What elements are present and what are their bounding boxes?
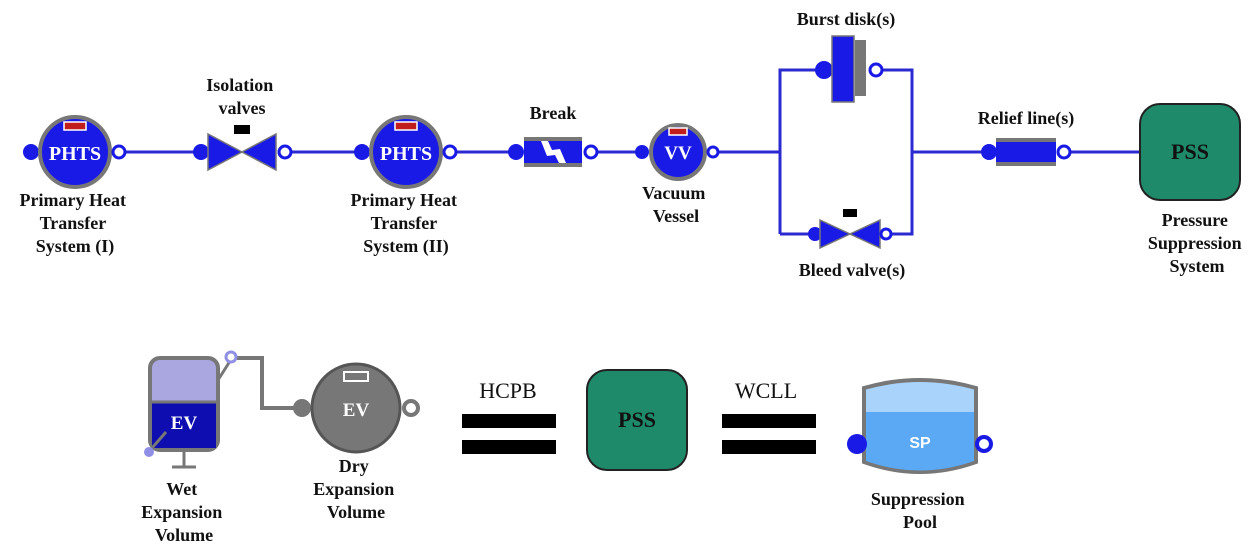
inlet-port-icon (847, 434, 867, 454)
pss-icon-label: PSS (618, 407, 656, 432)
wet-ev-icon-label: EV (171, 413, 198, 434)
phts-icon-label: PHTS (49, 143, 101, 165)
inlet-port-icon (808, 227, 822, 241)
pipe-junction-burst (778, 68, 832, 234)
phts-2-component[interactable]: PHTS (354, 115, 458, 189)
dry-ev-label: Dry Expansion Volume (313, 456, 399, 522)
indicator-icon (343, 371, 369, 382)
isolation-valve-component[interactable] (193, 125, 293, 172)
burst-disk-component[interactable] (815, 35, 884, 103)
pipe-burst-bleed-return (876, 68, 914, 236)
dry-ev-component[interactable]: EV (293, 362, 420, 454)
wet-ev-label: Wet Expansion Volume (141, 479, 227, 545)
pss-icon-label: PSS (1171, 139, 1209, 164)
outlet-port-icon (879, 227, 893, 241)
vv-vessel-icon (649, 123, 707, 181)
hcpb-equals-sign (462, 414, 556, 454)
outlet-port-icon (442, 144, 458, 160)
outlet-port-icon (1056, 144, 1072, 160)
inlet-port-icon (23, 144, 39, 160)
valve-left-wedge-icon (819, 218, 852, 250)
pss-main-label: Pressure Suppression System (1148, 210, 1246, 276)
inlet-port-icon (293, 399, 311, 417)
valve-right-wedge-icon (240, 132, 277, 172)
outlet-port-icon (868, 62, 884, 78)
actuator-icon (843, 209, 857, 217)
wet-ev-component[interactable]: EV (144, 350, 298, 469)
isolation-valves-label: Isolation valves (206, 75, 278, 118)
outlet-port-icon (111, 144, 127, 160)
inlet-port-icon (815, 61, 833, 79)
wcll-equals-sign (722, 414, 816, 454)
equals-bar-bottom (722, 440, 816, 454)
bleed-valve-label: Bleed valve(s) (799, 260, 905, 281)
outlet-port-icon (583, 144, 599, 160)
bleed-valve-component[interactable] (808, 209, 893, 250)
vv-icon-label: VV (664, 143, 692, 164)
bottom-nozzle-line (150, 431, 168, 449)
phts-vessel-icon (369, 115, 443, 189)
equals-bar-top (462, 414, 556, 428)
phts-2-label: Primary Heat Transfer System (II) (351, 190, 462, 257)
phts-1-label: Primary Heat Transfer System (I) (20, 190, 131, 257)
suppression-pool-component[interactable]: SP (847, 378, 993, 474)
phts-1-component[interactable]: PHTS (23, 115, 127, 189)
pool-water-icon (866, 412, 974, 471)
pss-main-component[interactable]: PSS (1139, 103, 1241, 201)
outlet-port-icon (277, 144, 293, 160)
outlet-port-icon (706, 145, 720, 159)
equals-bar-bottom (462, 440, 556, 454)
valve-left-wedge-icon (207, 132, 244, 172)
liquid-fill-icon (152, 402, 216, 448)
actuator-icon (234, 125, 250, 134)
vacuum-vessel-label: Vacuum Vessel (642, 183, 710, 226)
pss-tank-icon (1139, 103, 1241, 201)
phts-vessel-icon (38, 115, 112, 189)
ev-connecting-pipe (233, 356, 298, 410)
dry-ev-vessel-icon (310, 362, 402, 454)
top-port-icon (224, 350, 238, 364)
pipe-core-icon (996, 142, 1056, 162)
burst-disk-label: Burst disk(s) (797, 9, 896, 30)
outlet-port-icon (402, 399, 420, 417)
indicator-icon (668, 127, 688, 136)
wcll-label: WCLL (735, 378, 797, 403)
pss-tank-icon (586, 369, 688, 471)
phts-icon-label: PHTS (380, 143, 432, 165)
indicator-icon (63, 121, 87, 131)
inlet-port-icon (193, 144, 209, 160)
equals-bar-top (722, 414, 816, 428)
valve-right-wedge-icon (848, 218, 881, 250)
disk-icon (831, 35, 855, 103)
inlet-port-icon (508, 144, 524, 160)
sp-icon-label: SP (909, 435, 931, 452)
inlet-port-icon (635, 145, 649, 159)
inlet-port-icon (981, 144, 997, 160)
inlet-port-icon (354, 144, 370, 160)
bottom-port-icon (144, 447, 154, 457)
indicator-icon (394, 121, 418, 131)
rupture-icon (541, 141, 566, 163)
break-label: Break (530, 103, 577, 123)
pipe-lines (120, 68, 1140, 236)
vacuum-vessel-component[interactable]: VV (635, 123, 720, 181)
dry-ev-icon-label: EV (343, 400, 370, 421)
break-component[interactable] (508, 137, 599, 167)
pss-legend-component[interactable]: PSS (586, 369, 688, 471)
disk-holder-icon (855, 40, 866, 96)
outlet-port-icon (975, 435, 993, 453)
relief-line-label: Relief line(s) (978, 108, 1074, 129)
hcpb-label: HCPB (479, 378, 536, 403)
relief-line-component[interactable] (981, 138, 1072, 166)
suppression-pool-label: Suppression Pool (871, 489, 969, 532)
